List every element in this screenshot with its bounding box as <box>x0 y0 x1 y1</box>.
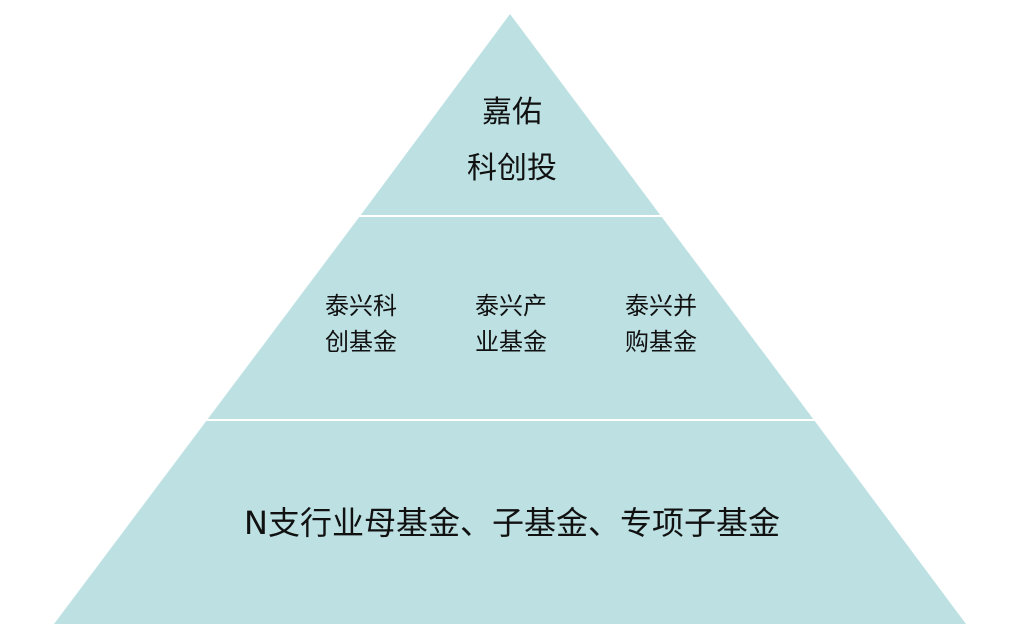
middle-tier-item-3-line-1: 泰兴并 <box>625 292 697 320</box>
pyramid-tier-middle <box>207 216 814 420</box>
middle-tier-item-3-line-2: 购基金 <box>625 328 697 356</box>
middle-tier-item-1-line-1: 泰兴科 <box>325 292 397 320</box>
top-tier-line-2: 科创投 <box>467 151 557 186</box>
middle-tier-item-1-line-2: 创基金 <box>325 328 397 356</box>
pyramid-tier-top <box>360 14 661 216</box>
pyramid-tier-bottom <box>54 420 966 624</box>
middle-tier-item-2-line-2: 业基金 <box>475 328 547 356</box>
top-tier-line-1: 嘉佑 <box>482 95 542 130</box>
middle-tier-item-2-line-1: 泰兴产 <box>475 292 547 320</box>
bottom-tier-text: N支行业母基金、子基金、专项子基金 <box>244 504 780 542</box>
